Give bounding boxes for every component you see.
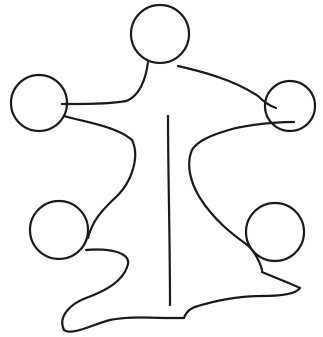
body-left-outline [62, 250, 168, 332]
arm-left-upper [62, 62, 148, 104]
body-right-outline [184, 272, 300, 318]
trunk-center-line [168, 116, 170, 305]
node-bottom-left [30, 201, 88, 259]
arm-right-upper [178, 66, 276, 108]
arm-left-lower [64, 116, 135, 238]
arm-right-lower [189, 122, 294, 270]
node-left [11, 75, 67, 131]
node-top [131, 5, 189, 63]
